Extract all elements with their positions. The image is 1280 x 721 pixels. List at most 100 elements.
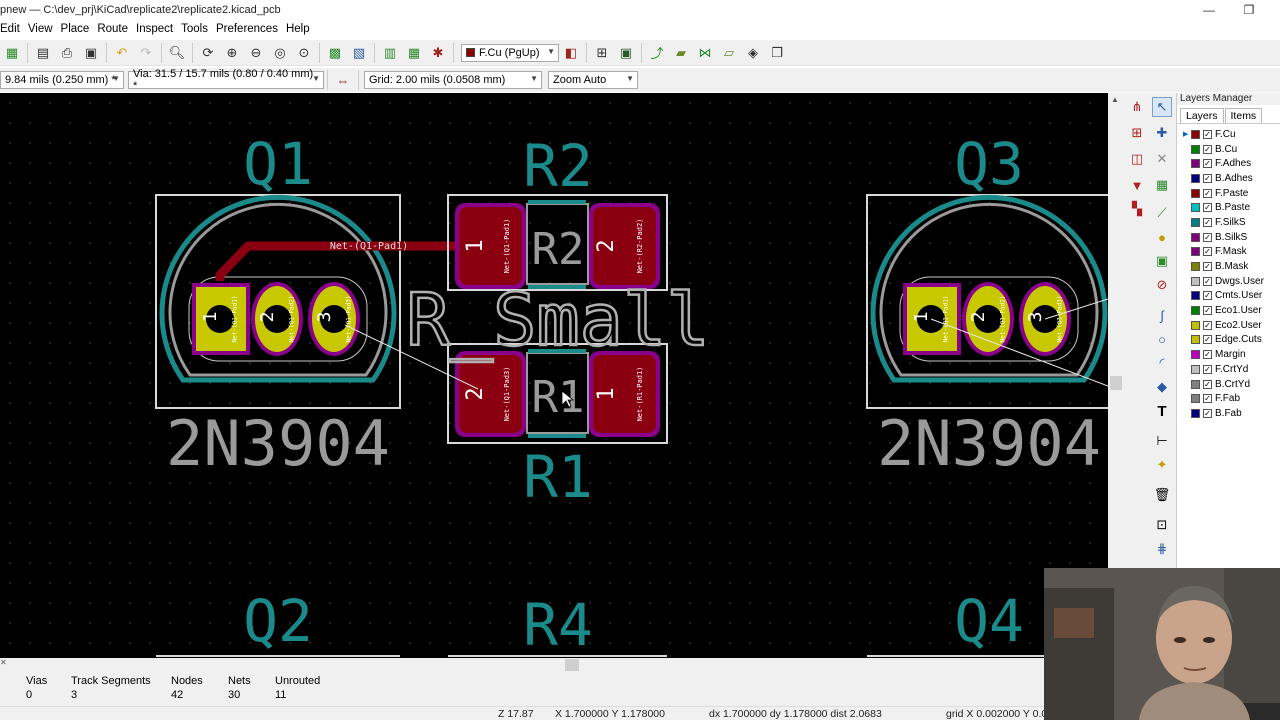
layer-row-cmts-user[interactable]: ✓Cmts.User [1177, 289, 1280, 304]
layer-color-swatch[interactable] [1191, 247, 1200, 257]
layer-row-dwgs-user[interactable]: ✓Dwgs.User [1177, 274, 1280, 289]
layer-color-swatch[interactable] [1191, 335, 1200, 345]
microwave-icon[interactable]: ◈ [748, 44, 758, 60]
layer-color-swatch[interactable] [1191, 129, 1200, 139]
menu-help[interactable]: Help [285, 23, 310, 35]
route-diff-pair-icon[interactable]: ⟋ [1157, 205, 1167, 220]
track-width-select[interactable]: 9.84 mils (0.250 mm) * ▼ [0, 71, 124, 89]
interactive-router-icon[interactable]: ⤴ [650, 46, 664, 61]
zoom-select[interactable]: Zoom Auto ▼ [548, 71, 638, 89]
page-settings-icon[interactable]: ▤ [36, 44, 50, 60]
set-origin-icon[interactable]: ⊡ [1156, 517, 1168, 532]
tune-track-icon[interactable]: ▰ [676, 44, 686, 60]
minimize-button[interactable]: — [1203, 3, 1215, 17]
tab-layers[interactable]: Layers [1180, 108, 1224, 123]
layer-row-f-cu[interactable]: ▶✓F.Cu [1177, 127, 1280, 142]
canvas-horizontal-scrollbar[interactable]: ✕ [0, 658, 1044, 672]
layer-row-f-mask[interactable]: ✓F.Mask [1177, 245, 1280, 260]
layer-pair-icon[interactable]: ◧ [564, 44, 578, 60]
layer-row-f-silks[interactable]: ✓F.SilkS [1177, 215, 1280, 230]
scroll-thumb[interactable] [565, 659, 579, 671]
add-dimension-icon[interactable]: ⊢ [1156, 433, 1168, 448]
via-size-select[interactable]: Via: 31.5 / 15.7 mils (0.80 / 0.40 mm) *… [128, 68, 324, 92]
menu-inspect[interactable]: Inspect [136, 23, 174, 35]
r1-pad2[interactable] [459, 355, 522, 433]
layer-visible-checkbox[interactable]: ✓ [1203, 159, 1212, 169]
layer-color-swatch[interactable] [1191, 203, 1200, 213]
redo-icon[interactable]: ↷ [140, 44, 152, 60]
footprint-r1[interactable]: 2 1 Net-(Q1-Pad3) Net-(R1-Pad1) R1 R1 [447, 343, 668, 511]
delete-icon[interactable]: 🗑︎ [1153, 487, 1171, 502]
add-keepout-icon[interactable]: ⊘ [1156, 277, 1168, 292]
auto-track-width-icon[interactable]: ⇔ [336, 72, 350, 88]
layer-row-b-mask[interactable]: ✓B.Mask [1177, 259, 1280, 274]
show-modules-icon[interactable]: ▚ [1132, 201, 1142, 216]
layer-visible-checkbox[interactable]: ✓ [1203, 350, 1212, 360]
layer-visible-checkbox[interactable]: ✓ [1203, 394, 1212, 404]
layer-row-eco2-user[interactable]: ✓Eco2.User [1177, 318, 1280, 333]
layer-visible-checkbox[interactable]: ✓ [1203, 232, 1212, 242]
layer-row-b-fab[interactable]: ✓B.Fab [1177, 406, 1280, 421]
menu-preferences[interactable]: Preferences [215, 23, 278, 35]
layer-row-eco1-user[interactable]: ✓Eco1.User [1177, 303, 1280, 318]
layer-color-swatch[interactable] [1191, 276, 1200, 286]
tab-items[interactable]: Items [1224, 108, 1263, 123]
scroll-thumb[interactable] [1110, 376, 1122, 390]
layer-color-swatch[interactable] [1191, 159, 1200, 169]
layer-visible-checkbox[interactable]: ✓ [1203, 364, 1212, 374]
grid-select[interactable]: Grid: 2.00 mils (0.0508 mm) ▼ [364, 71, 542, 89]
add-text-icon[interactable]: T [1157, 402, 1167, 420]
layer-row-b-cu[interactable]: ✓B.Cu [1177, 142, 1280, 157]
plot-icon[interactable]: ▣ [84, 44, 98, 60]
add-via-icon[interactable]: ▦ [1155, 177, 1169, 192]
netlist-icon[interactable]: ▥ [383, 44, 397, 60]
add-circle-icon[interactable]: ○ [1158, 331, 1166, 347]
layer-visible-checkbox[interactable]: ✓ [1203, 276, 1212, 286]
find-icon[interactable]: 🔍︎ [168, 44, 186, 60]
layer-visible-checkbox[interactable]: ✓ [1203, 291, 1212, 301]
layer-select[interactable]: F.Cu (PgUp) ▼ [461, 43, 559, 62]
duplicate-icon[interactable]: ❐ [771, 44, 783, 60]
layer-visible-checkbox[interactable]: ✓ [1203, 203, 1212, 213]
add-footprint-icon[interactable]: ✚ [1156, 125, 1168, 140]
add-target-icon[interactable]: ✦ [1156, 457, 1168, 472]
layer-color-swatch[interactable] [1191, 173, 1200, 183]
layer-visible-checkbox[interactable]: ✓ [1203, 306, 1212, 316]
grid-origin-icon[interactable]: ⋕ [1156, 541, 1168, 556]
zoom-in-icon[interactable]: ⊕ [226, 44, 238, 60]
tune-skew-icon[interactable]: ▱ [724, 44, 734, 60]
footprint-q1[interactable]: 1 2 3 Net-(Q1-Pad1) Net-(Q1-Pad2) Net-(Q… [155, 130, 401, 480]
layer-visible-checkbox[interactable]: ✓ [1203, 129, 1212, 139]
restore-button[interactable]: ❐ [1243, 3, 1255, 17]
layer-color-swatch[interactable] [1191, 394, 1200, 404]
layer-visible-checkbox[interactable]: ✓ [1203, 320, 1212, 330]
layer-row-margin[interactable]: ✓Margin [1177, 347, 1280, 362]
layer-color-swatch[interactable] [1191, 350, 1200, 360]
3d-viewer-icon[interactable]: ▣ [619, 44, 633, 60]
show-vias-icon[interactable]: ▼ [1130, 177, 1144, 193]
layer-color-swatch[interactable] [1191, 320, 1200, 330]
zoom-fit-icon[interactable]: ◎ [274, 44, 286, 60]
undo-icon[interactable]: ↶ [116, 44, 128, 60]
r2-pad1[interactable] [459, 207, 522, 285]
layer-color-swatch[interactable] [1191, 306, 1200, 316]
menu-tools[interactable]: Tools [181, 23, 208, 35]
layer-row-b-paste[interactable]: ✓B.Paste [1177, 200, 1280, 215]
scroll-left-icon[interactable]: ✕ [0, 658, 7, 667]
footprint-r2[interactable]: 1 2 Net-(Q1-Pad1) Net-(R2-Pad2) R2 R2 [447, 132, 668, 291]
r2-pad2[interactable] [593, 207, 656, 285]
add-zone-icon[interactable]: ▣ [1155, 253, 1169, 268]
scroll-up-icon[interactable]: ▲ [1111, 95, 1119, 104]
update-pcb-icon[interactable]: ▦ [407, 44, 421, 60]
menu-place[interactable]: Place [60, 23, 90, 35]
select-arrow-icon[interactable]: ↖ [1152, 97, 1172, 117]
menu-route[interactable]: Route [97, 23, 129, 35]
track-q1-r2[interactable] [215, 241, 470, 281]
layer-row-f-paste[interactable]: ✓F.Paste [1177, 186, 1280, 201]
layer-visible-checkbox[interactable]: ✓ [1203, 144, 1212, 154]
add-arc-icon[interactable]: ◜ [1159, 355, 1165, 370]
layer-color-swatch[interactable] [1191, 291, 1200, 301]
layer-visible-checkbox[interactable]: ✓ [1203, 217, 1212, 227]
r1-pad1[interactable] [593, 355, 656, 433]
menu-edit[interactable]: Edit [0, 23, 20, 35]
